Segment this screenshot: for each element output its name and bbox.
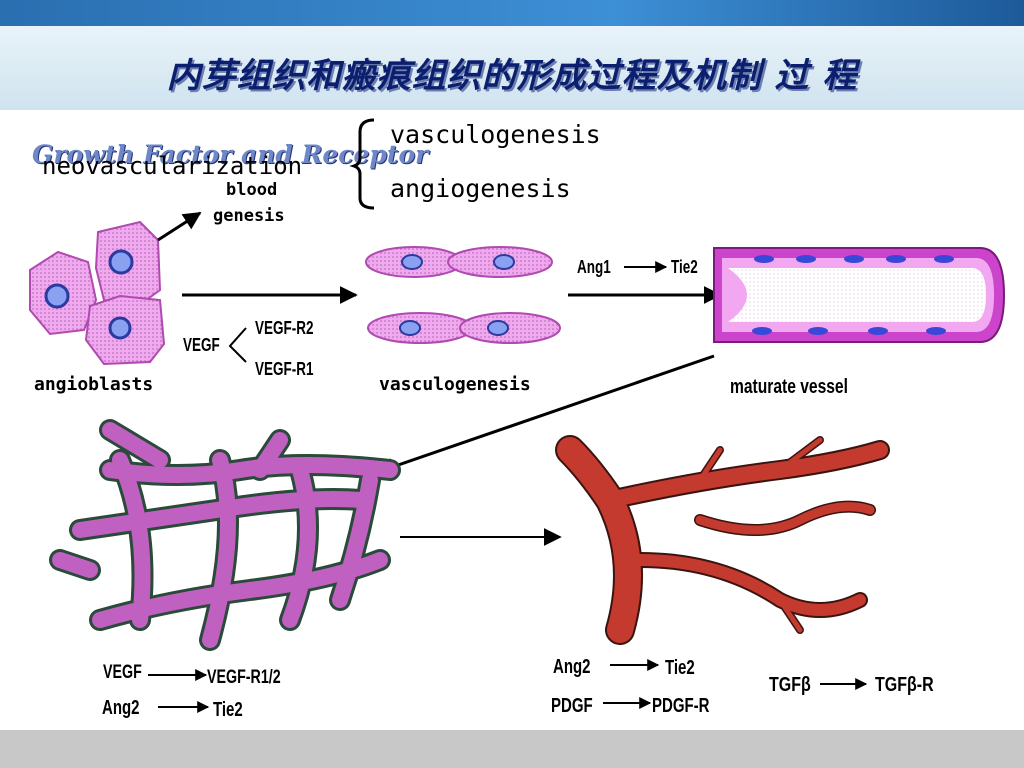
type-angiogenesis: angiogenesis: [390, 174, 571, 203]
maturate-vessel: [713, 247, 1006, 343]
top-banner: [0, 0, 1024, 26]
vessel-nucleus: [886, 255, 906, 263]
ang1-label: Ang1: [577, 257, 611, 277]
br-ang2-label: Ang2: [553, 656, 591, 678]
vessel-nucleus: [934, 255, 954, 263]
vegf-r2-label: VEGF-R2: [255, 318, 314, 338]
bl-tie2-label: Tie2: [213, 699, 243, 721]
vessel-nucleus: [808, 327, 828, 335]
vegf-branch-lines: [228, 327, 247, 363]
nucleus: [108, 249, 134, 275]
nucleus: [44, 283, 70, 309]
angioblasts-label: angioblasts: [34, 374, 154, 395]
neovascularization-heading: neovascularization: [42, 152, 303, 180]
vessel-nucleus: [754, 255, 774, 263]
title-banner: [0, 26, 1024, 110]
angioblast-cells: [29, 220, 166, 366]
bl-vegf-label: VEGF: [103, 662, 142, 683]
tgf-beta-label: TGFβ: [769, 674, 811, 696]
vessel-nucleus: [926, 327, 946, 335]
nucleus: [108, 316, 132, 340]
arrow-to-blood-genesis: [157, 211, 202, 242]
nucleus: [487, 320, 509, 336]
growth-factor-heading: Growth Factor and Receptor: [32, 140, 429, 169]
branching-vessel: [555, 435, 890, 645]
slide-title: 内芽组织和瘢痕组织的形成过程及机制 过 程: [166, 56, 858, 96]
bl-ang2-label: Ang2: [102, 697, 140, 719]
vessel-nucleus: [844, 255, 864, 263]
br-tie2-label: Tie2: [665, 657, 695, 679]
br-pdgf-r-label: PDGF-R: [652, 695, 710, 717]
vegf-r1-label: VEGF-R1: [255, 359, 314, 379]
vasculogenesis-stage-label: vasculogenesis: [379, 374, 531, 395]
nucleus: [399, 320, 421, 336]
type-vasculogenesis: vasculogenesis: [390, 120, 601, 149]
vessel-nucleus: [796, 255, 816, 263]
vegf-ligand-label: VEGF: [183, 335, 220, 355]
blood-genesis-label-2: genesis: [213, 206, 285, 226]
bl-vegf-r12-label: VEGF-R1/2: [207, 667, 281, 688]
endothelial-cell: [459, 312, 561, 344]
nucleus: [401, 254, 423, 270]
capillary-network: [49, 419, 401, 651]
bottom-banner: [0, 730, 1024, 768]
nucleus: [493, 254, 515, 270]
neovascularization-brace: [349, 118, 375, 210]
vessel-nucleus: [868, 327, 888, 335]
ang1-tie2-label: Tie2: [671, 257, 698, 277]
tgf-beta-r-label: TGFβ-R: [875, 674, 934, 696]
vessel-nucleus: [752, 327, 772, 335]
br-pdgf-label: PDGF: [551, 695, 593, 717]
arrow-vessel-to-network: [376, 354, 715, 476]
maturate-vessel-label: maturate vessel: [730, 376, 848, 398]
blood-genesis-label-1: blood: [226, 180, 278, 200]
vasculogenesis-cells: [365, 246, 561, 344]
